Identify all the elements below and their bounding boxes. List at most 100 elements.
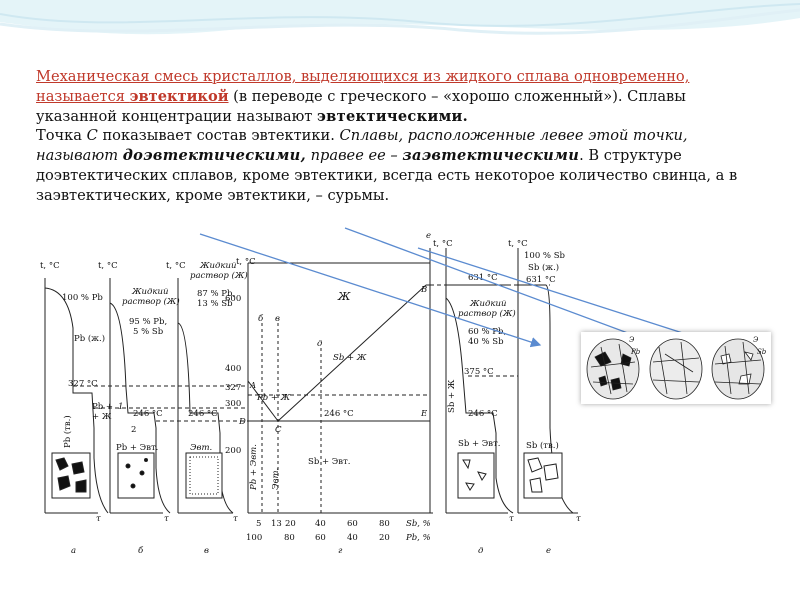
panel-d-phase: Sb + Эвт. xyxy=(458,439,500,449)
region-left: Pb + Ж xyxy=(256,393,291,403)
sb-tick: 60 xyxy=(347,519,358,529)
panel-b-label: 5 % Sb xyxy=(133,327,164,337)
panel-b-phase: Pb + Эвт. xyxy=(116,443,158,453)
g-ytick: 600 xyxy=(225,294,241,304)
text-fragment: показывает состав эвтектики. xyxy=(97,127,340,145)
axis-t-label: t, °C xyxy=(433,239,453,249)
panel-a-phase: Pb (ж.) xyxy=(74,333,105,344)
panel-v-phase: Эвт. xyxy=(190,443,212,453)
sb-axis-label: Sb, % xyxy=(406,519,431,529)
panel-a-temp: 327 °C xyxy=(68,379,98,389)
sb-tick: 20 xyxy=(285,519,296,529)
panel-e-phase: Sb (тв.) xyxy=(526,440,559,451)
sb-tick: 5 xyxy=(256,519,261,529)
axis-t-label: t, °C xyxy=(166,261,186,271)
phase-diagram-figure: t, °C t, °C t, °C t, °C t, °C t, °C 100 … xyxy=(40,231,581,556)
g-ytick: 327 xyxy=(225,383,241,393)
region-right: Sb + Ж xyxy=(333,353,367,363)
g-ytick: 400 xyxy=(225,364,241,374)
pb-tick: 80 xyxy=(284,533,295,543)
microstructure-images: Э Pb Э Sb xyxy=(586,336,767,400)
time-axis: τ xyxy=(96,514,101,524)
micro-label-pb: Pb xyxy=(630,348,641,356)
panel-b-side: Pb + xyxy=(92,402,113,412)
time-axis: τ xyxy=(164,514,169,524)
panel-v-letter: в xyxy=(204,546,209,556)
point-c: C xyxy=(275,425,282,435)
region-lower-right: Sb + Эвт. xyxy=(308,457,350,467)
micro-label-e: Э xyxy=(629,336,634,344)
panel-b-label: Жидкий xyxy=(131,287,168,297)
panel-b-temp: 246 °C xyxy=(133,409,163,419)
panel-v-label: раствор (Ж) xyxy=(190,270,248,281)
eutectic-alloys-term: эвтектическими. xyxy=(317,107,469,125)
pb-tick: 60 xyxy=(315,533,326,543)
text-fragment: правее ее – xyxy=(305,147,403,165)
micro-label-sb: Sb xyxy=(757,348,767,356)
panel-e-label: 100 % Sb xyxy=(524,251,566,261)
panel-d-label: раствор (Ж) xyxy=(458,308,516,319)
panel-b-num: 1 xyxy=(118,402,123,412)
panel-a-solid: Pb (тв.) xyxy=(62,415,73,448)
panel-v-temp: 246 °C xyxy=(188,409,218,419)
panel-b-side: + Ж xyxy=(92,412,112,422)
text-fragment: (в переводе с греческого – «хорошо сложе… xyxy=(36,87,686,125)
hypoeutectic-term: доэвтектическими, xyxy=(122,147,306,165)
text-fragment: Точка xyxy=(36,127,87,145)
panel-d-temp-mid: 375 °C xyxy=(464,367,494,377)
time-axis: τ xyxy=(509,514,514,524)
panel-g-letter: г xyxy=(338,546,343,556)
micro-label-e2: Э xyxy=(753,336,758,344)
panel-b-label: раствор (Ж) xyxy=(122,296,180,307)
panel-d-temp: 246 °C xyxy=(468,409,498,419)
panel-v-label: Жидкий xyxy=(199,261,236,271)
panel-e-label: Sb (ж.) xyxy=(528,262,559,273)
panel-d-label: 40 % Sb xyxy=(468,337,504,347)
vline-v: в xyxy=(275,314,280,324)
hypereutectic-term: заэвтектическими xyxy=(402,147,580,165)
vline-d: д xyxy=(317,339,323,349)
panel-b-letter: б xyxy=(138,545,144,556)
pb-axis-label: Pb, % xyxy=(405,533,431,543)
region-liquid: Ж xyxy=(337,290,351,303)
pb-tick: 20 xyxy=(379,533,390,543)
panel-e-temp: 631 °C xyxy=(526,275,556,285)
panel-d-letter: д xyxy=(478,546,484,556)
panel-a-composition: 100 % Pb xyxy=(62,293,103,303)
panel-d-side: Sb + Ж xyxy=(447,379,457,413)
g-ytick: 300 xyxy=(225,399,241,409)
eutectic-term: эвтектикой xyxy=(129,87,229,105)
text-fragment: Сплавы, расположенные левее этой точки, … xyxy=(36,127,688,165)
sb-tick: 80 xyxy=(379,519,390,529)
panel-d-temp-top: 631 °C xyxy=(468,273,498,283)
panel-b-num: 2 xyxy=(131,425,136,435)
eutectic-definition: Механическая смесь кристаллов, выделяющи… xyxy=(36,68,690,105)
axis-t-label: t, °C xyxy=(98,261,118,271)
point-b: B xyxy=(420,285,427,295)
pb-tick: 100 xyxy=(246,533,262,543)
panel-d-label: Жидкий xyxy=(469,299,506,309)
g-ytick: 200 xyxy=(225,446,241,456)
axis-t-label: t, °C xyxy=(236,257,256,267)
axis-t-label: t, °C xyxy=(508,239,528,249)
point-c-label: С xyxy=(86,127,98,145)
time-axis: τ xyxy=(233,514,238,524)
time-axis: τ xyxy=(576,514,581,524)
panel-d-label: 60 % Pb, xyxy=(468,327,506,337)
g-temp: 246 °C xyxy=(324,409,354,419)
vline-b: б xyxy=(258,313,264,324)
panel-b-label: 95 % Pb, xyxy=(129,317,167,327)
panel-e-letter: е xyxy=(546,546,551,556)
region-lower-left: Pb + Эвт. xyxy=(249,444,259,491)
sb-tick: 13 xyxy=(271,519,282,529)
panel-a-letter: а xyxy=(71,546,76,556)
point-a: A xyxy=(249,381,256,391)
region-lower-mid: Эвт. xyxy=(271,468,281,490)
text-fragment: . В структуре доэвтектических сплавов, к… xyxy=(36,147,738,204)
axis-t-label: t, °C xyxy=(40,261,60,271)
decorative-wave xyxy=(0,0,800,35)
pb-tick: 40 xyxy=(347,533,358,543)
vline-e: е xyxy=(426,231,431,241)
microstructure-panel: Э Pb Э Sb xyxy=(581,332,771,404)
sb-tick: 40 xyxy=(315,519,326,529)
